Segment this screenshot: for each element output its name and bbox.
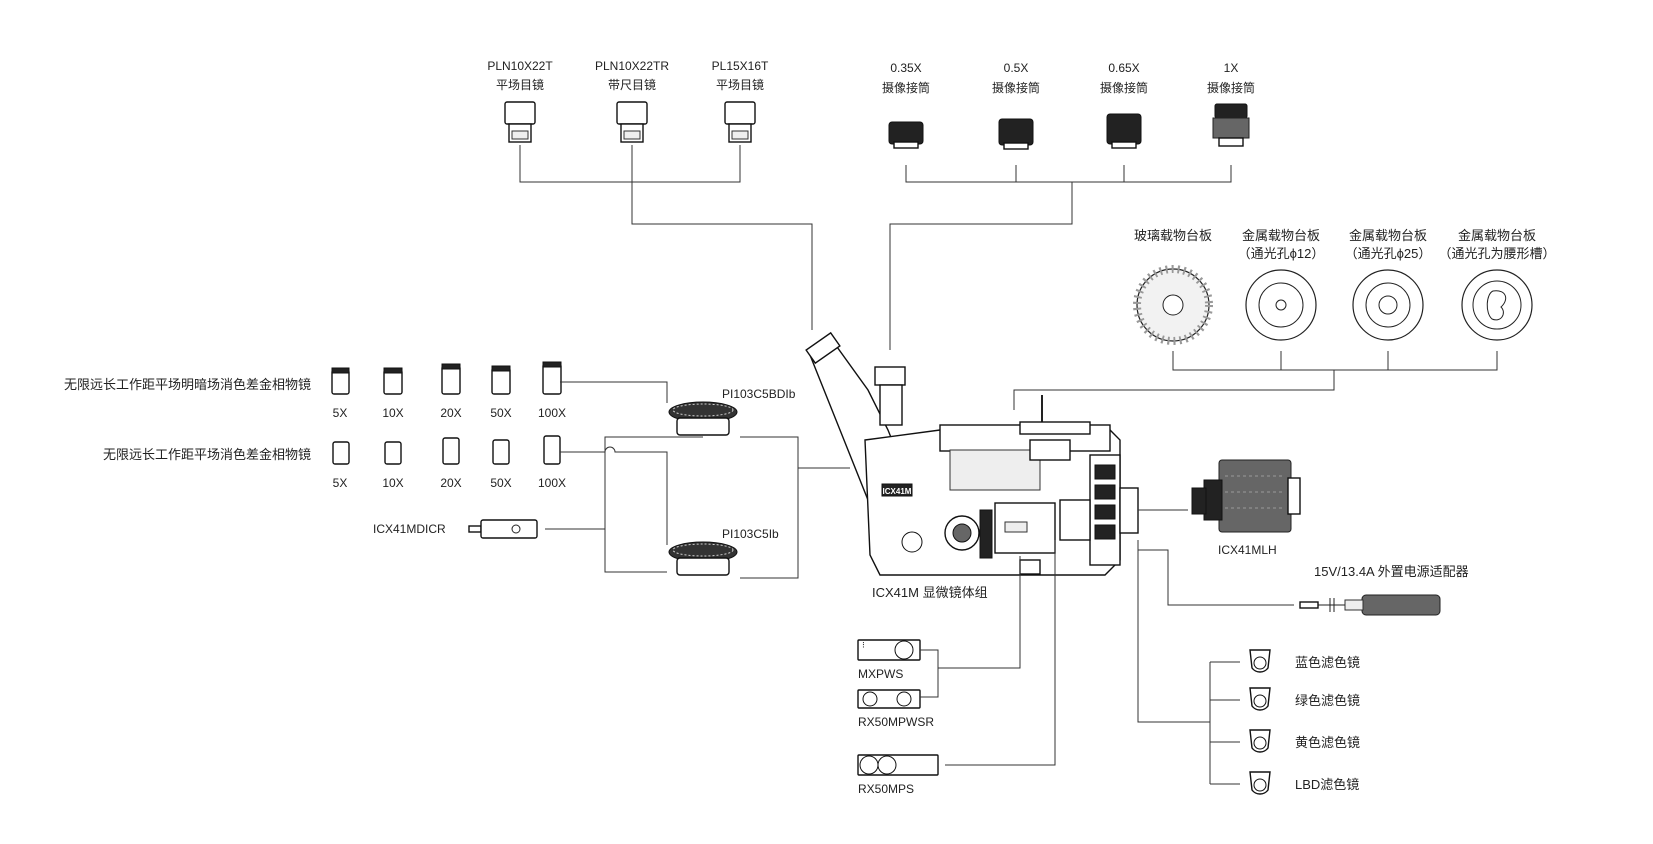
- eyepiece-1-name: 平场目镜: [496, 77, 544, 92]
- eyepiece-3: PL15X16T 平场目镜: [712, 59, 769, 143]
- camera-adapter-4-mag: 1X: [1224, 61, 1239, 75]
- objective-row-2-mag-3: 20X: [440, 476, 461, 490]
- body-badge: ICX41M: [883, 487, 912, 496]
- stage-plate-3: 金属载物台板 （通光孔ϕ25）: [1345, 228, 1432, 341]
- camera-adapter-4: 1X 摄像接筒: [1207, 61, 1255, 147]
- objective-20x-bd: 20X: [440, 363, 462, 420]
- camera-adapter-1: 0.35X 摄像接筒: [882, 61, 930, 149]
- objective-row-2-mag-2: 10X: [382, 476, 403, 490]
- camera-adapter-3-name: 摄像接筒: [1100, 80, 1148, 95]
- camera-adapter-group: 0.35X 摄像接筒 0.5X 摄像接筒 0.65X 摄像接筒 1X 摄像接筒: [882, 61, 1255, 350]
- lamp-house: ICX41MLH: [1191, 459, 1301, 557]
- camera-adapter-2: 0.5X 摄像接筒: [992, 61, 1040, 150]
- objective-20x: 20X: [440, 437, 462, 490]
- dic-prism: ICX41MDICR: [373, 519, 538, 539]
- stage-plate-2: 金属载物台板 （通光孔ϕ12）: [1238, 228, 1325, 341]
- stage-plate-3-note: （通光孔ϕ25）: [1345, 246, 1432, 261]
- stage-plate-2-note: （通光孔ϕ12）: [1238, 246, 1325, 261]
- camera-adapter-1-mag: 0.35X: [890, 61, 921, 75]
- lamp-house-label: ICX41MLH: [1218, 543, 1277, 557]
- polarizer-1-label: MXPWS: [858, 667, 903, 681]
- nosepiece-top-label: PI103C5BDIb: [722, 387, 796, 401]
- eyepiece-3-name: 平场目镜: [716, 77, 764, 92]
- objective-row-1: 无限远长工作距平场明暗场消色差金相物镜 5X 10X 20X 50X 100X: [64, 361, 566, 420]
- stage-plate-4: 金属载物台板 （通光孔为腰形槽）: [1438, 228, 1556, 341]
- power-adapter-label: 15V/13.4A 外置电源适配器: [1314, 564, 1469, 579]
- objective-100x: 100X: [538, 435, 566, 490]
- stage-plate-1: 玻璃载物台板: [1133, 228, 1213, 345]
- filter-green: 绿色滤色镜: [1249, 687, 1360, 711]
- objective-50x-bd: 50X: [490, 365, 512, 420]
- eyepiece-3-model: PL15X16T: [712, 59, 769, 73]
- objective-row-1-mag-3: 20X: [440, 406, 461, 420]
- polarizer-rx50mpwsr: RX50MPWSR: [857, 689, 934, 729]
- objective-row-1-mag-4: 50X: [490, 406, 511, 420]
- camera-adapter-1-name: 摄像接筒: [882, 80, 930, 95]
- objective-row-1-mag-2: 10X: [382, 406, 403, 420]
- camera-adapter-2-name: 摄像接筒: [992, 80, 1040, 95]
- objective-5x-bd: 5X: [331, 367, 350, 420]
- svg-text:⁝: ⁝: [862, 640, 865, 650]
- filter-blue: 蓝色滤色镜: [1249, 649, 1360, 673]
- camera-adapter-3: 0.65X 摄像接筒: [1100, 61, 1148, 149]
- nosepiece-bottom-label: PI103C5Ib: [722, 527, 779, 541]
- objective-row-1-mag-5: 100X: [538, 406, 566, 420]
- objective-row-2: 无限远长工作距平场消色差金相物镜 5X 10X 20X 50X 100X: [103, 435, 566, 490]
- eyepiece-group: PLN10X22T 平场目镜 PLN10X22TR 带尺目镜 PL15X16T …: [487, 59, 813, 330]
- eyepiece-2-model: PLN10X22TR: [595, 59, 669, 73]
- objective-row-1-mag-1: 5X: [333, 406, 348, 420]
- microscope-body: ICX41M ICX41M 显微镜体组: [805, 331, 1139, 600]
- filter-lbd: LBD滤色镜: [1249, 771, 1359, 795]
- stage-plate-3-name: 金属载物台板: [1349, 228, 1427, 243]
- eyepiece-1: PLN10X22T 平场目镜: [487, 59, 553, 143]
- camera-adapter-2-mag: 0.5X: [1004, 61, 1029, 75]
- objective-10x: 10X: [382, 441, 404, 490]
- eyepiece-2: PLN10X22TR 带尺目镜: [595, 59, 669, 143]
- objective-row-2-mag-4: 50X: [490, 476, 511, 490]
- objective-row-2-label: 无限远长工作距平场消色差金相物镜: [103, 447, 311, 462]
- filter-2-label: 绿色滤色镜: [1295, 693, 1360, 708]
- objective-100x-bd: 100X: [538, 361, 566, 420]
- filter-4-label: LBD滤色镜: [1295, 777, 1359, 792]
- polarizer-3-label: RX50MPS: [858, 782, 914, 796]
- stage-plate-2-name: 金属载物台板: [1242, 228, 1320, 243]
- filter-3-label: 黄色滤色镜: [1295, 735, 1360, 750]
- microscope-body-label: ICX41M 显微镜体组: [872, 585, 988, 600]
- eyepiece-2-name: 带尺目镜: [608, 77, 656, 92]
- nosepiece-bottom: PI103C5Ib: [668, 527, 779, 576]
- filter-1-label: 蓝色滤色镜: [1295, 655, 1360, 670]
- camera-adapter-4-name: 摄像接筒: [1207, 80, 1255, 95]
- objective-5x: 5X: [332, 441, 350, 490]
- dic-prism-label: ICX41MDICR: [373, 522, 446, 536]
- objective-10x-bd: 10X: [382, 367, 404, 420]
- stage-plate-group: 玻璃载物台板 金属载物台板 （通光孔ϕ12） 金属载物台板 （通光孔ϕ25） 金…: [1013, 228, 1556, 410]
- objective-row-1-label: 无限远长工作距平场明暗场消色差金相物镜: [64, 377, 311, 392]
- polarizer-rx50mps: RX50MPS: [857, 754, 939, 796]
- stage-plate-1-name: 玻璃载物台板: [1134, 228, 1212, 243]
- filter-yellow: 黄色滤色镜: [1249, 729, 1360, 753]
- eyepiece-1-model: PLN10X22T: [487, 59, 553, 73]
- power-adapter: 15V/13.4A 外置电源适配器: [1299, 564, 1469, 616]
- objective-50x: 50X: [490, 439, 512, 490]
- stage-plate-4-name: 金属载物台板: [1458, 228, 1536, 243]
- stage-plate-4-note: （通光孔为腰形槽）: [1438, 246, 1555, 261]
- filter-group: 蓝色滤色镜 绿色滤色镜 黄色滤色镜 LBD滤色镜: [1137, 540, 1360, 795]
- camera-adapter-3-mag: 0.65X: [1108, 61, 1139, 75]
- polarizer-mxpws: ⁝ MXPWS: [857, 639, 921, 681]
- polarizer-2-label: RX50MPWSR: [858, 715, 934, 729]
- objective-row-2-mag-5: 100X: [538, 476, 566, 490]
- nosepiece-top: PI103C5BDIb: [668, 387, 796, 436]
- objective-row-2-mag-1: 5X: [333, 476, 348, 490]
